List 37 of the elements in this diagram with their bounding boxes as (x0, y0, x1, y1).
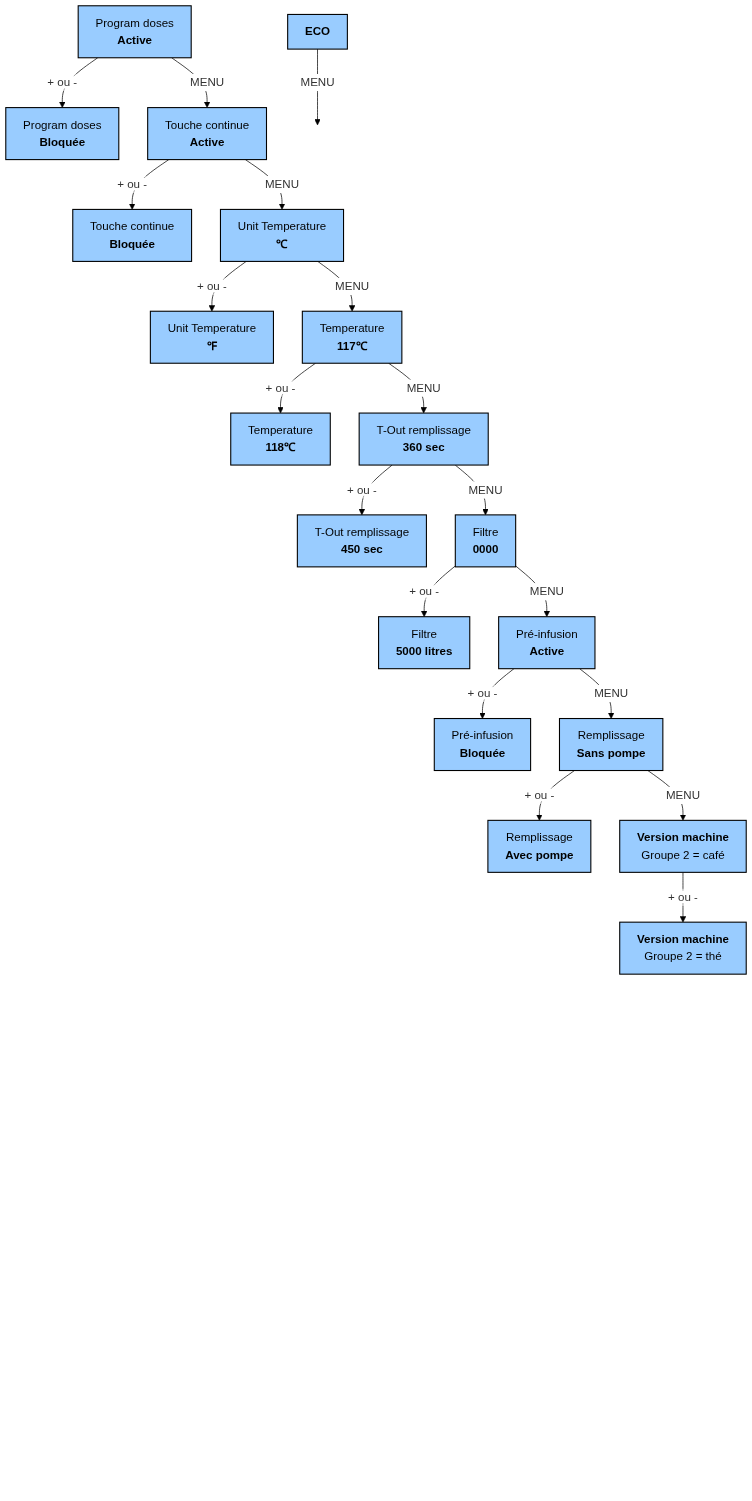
edge-label: MENU (335, 279, 370, 293)
node-box: Filtre 0000 (454, 514, 517, 568)
node-box: Pré-infusion Bloquée (433, 718, 532, 772)
node-box: Temperature 117℃ (301, 310, 403, 364)
edge-label: + ou - (196, 279, 227, 293)
node-box: Version machine Groupe 2 = thé (619, 921, 747, 975)
edge-label: + ou - (668, 890, 698, 904)
edge-label: + ou - (409, 585, 440, 598)
node-box: Touche continue Bloquée (72, 208, 193, 262)
node-box: Unit Temperature ℉ (149, 310, 274, 364)
edge-label: + ou - (524, 788, 555, 802)
node-box: Version machine Groupe 2 = café (619, 819, 747, 873)
node-box: Program doses Bloquée (5, 107, 120, 161)
edge-label: MENU (529, 585, 564, 598)
node-box: Program doses Active (77, 5, 192, 59)
node-box: Temperature 118℃ (230, 412, 331, 466)
edge-label: MENU (665, 788, 700, 802)
node-box: T-Out remplissage 360 sec (358, 412, 489, 466)
node-box: Remplissage Avec pompe (487, 819, 592, 873)
edge-label: MENU (594, 687, 629, 700)
edge-label: MENU (468, 483, 503, 496)
edge-label: + ou - (117, 178, 148, 191)
edge-label: MENU (300, 76, 335, 89)
edge-label: + ou - (47, 76, 78, 89)
edge-label: + ou - (265, 381, 296, 394)
edge-label: + ou - (346, 483, 377, 496)
node-box: ECO (287, 13, 348, 50)
node-box: Pré-infusion Active (498, 616, 596, 670)
node-box: Filtre 5000 litres (378, 616, 471, 670)
node-box: Touche continue Active (147, 107, 268, 161)
edge-label: + ou - (467, 687, 498, 700)
edge-label: MENU (190, 76, 225, 89)
node-box: Remplissage Sans pompe (558, 718, 664, 772)
edge-label: MENU (406, 381, 441, 394)
node-box: Unit Temperature ℃ (219, 208, 345, 262)
edge-label: MENU (264, 178, 300, 191)
node-box: T-Out remplissage 450 sec (296, 514, 427, 568)
